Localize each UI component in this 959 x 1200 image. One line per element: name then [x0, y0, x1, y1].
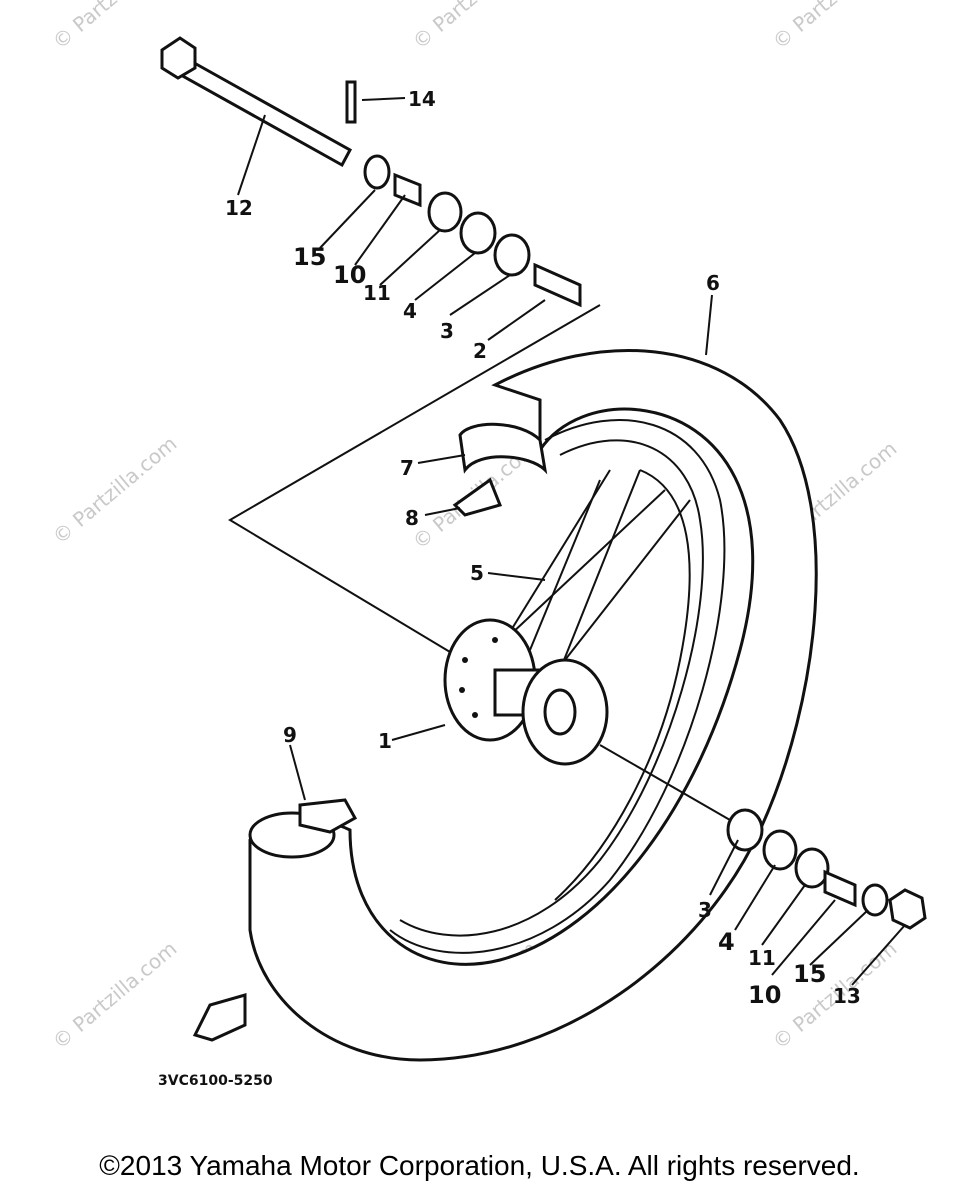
- tire-rim: [248, 348, 818, 1062]
- callout-15: 15: [293, 243, 326, 271]
- leader-line: [809, 909, 869, 966]
- watermark: © Partzilla.com: [48, 936, 182, 1054]
- callout-1: 1: [378, 729, 392, 753]
- leader-line: [709, 839, 739, 896]
- callout-15-lower: 15: [793, 960, 826, 988]
- leader-line: [414, 252, 476, 301]
- callout-8: 8: [405, 506, 419, 530]
- reference-line: [228, 304, 601, 656]
- watermark: © Partzilla.com: [768, 0, 902, 54]
- axle-centerline: [599, 744, 731, 821]
- callout-9: 9: [283, 723, 297, 747]
- callout-6: 6: [706, 271, 720, 295]
- leader-line: [319, 189, 376, 249]
- leader-line: [449, 274, 511, 316]
- callout-13: 13: [833, 984, 861, 1008]
- speedometer-gear-unit: [298, 798, 358, 834]
- spacer: [823, 869, 857, 908]
- axle-head: [160, 36, 197, 80]
- hub: [443, 618, 609, 766]
- callout-11: 11: [363, 281, 391, 305]
- oil-seal: [794, 847, 830, 889]
- diagram-code: 3VC6100-5250: [158, 1073, 273, 1089]
- rim-inner-edge: [389, 419, 726, 954]
- bearing: [726, 808, 764, 852]
- watermark: © Partzilla.com: [48, 431, 182, 549]
- leader-line: [379, 229, 441, 286]
- callout-3: 3: [440, 319, 454, 343]
- callout-2: 2: [473, 339, 487, 363]
- spoke: [564, 499, 691, 661]
- leader-line: [761, 884, 806, 946]
- callout-4: 4: [403, 299, 417, 323]
- leader-line: [771, 899, 836, 976]
- hub-bore: [543, 688, 577, 736]
- callout-5: 5: [470, 561, 484, 585]
- spoke: [529, 479, 601, 651]
- leader-line: [734, 864, 776, 931]
- top-axle-stack: [160, 36, 582, 308]
- spacer: [393, 172, 422, 208]
- leader-lines: [237, 97, 906, 986]
- washer: [861, 883, 889, 917]
- callouts: 14 12 15 10 11 4 3 2 6 7 8 5 1 9 3 4 11 …: [225, 87, 861, 1009]
- callout-14: 14: [408, 87, 436, 111]
- rim-inner-edge: [554, 469, 691, 901]
- callout-10-lower: 10: [748, 981, 781, 1009]
- bearing: [459, 211, 497, 255]
- hub-hole: [492, 637, 498, 643]
- spoke: [509, 489, 666, 636]
- leader-line: [487, 572, 546, 581]
- hub-hole: [472, 712, 478, 718]
- axle-nut: [888, 888, 927, 930]
- rim-band: [458, 422, 548, 475]
- watermark: © Partzilla.com: [48, 0, 182, 54]
- leader-line: [851, 924, 906, 986]
- callout-4-lower: 4: [718, 928, 735, 956]
- callout-7: 7: [400, 456, 414, 480]
- leader-line: [391, 724, 446, 741]
- washer: [363, 154, 391, 190]
- tube-valve: [452, 477, 503, 517]
- pinch-bolt: [345, 80, 357, 124]
- leader-line: [289, 744, 306, 801]
- callout-11-lower: 11: [748, 946, 776, 970]
- callout-3-lower: 3: [698, 898, 712, 922]
- hub-hole: [462, 657, 468, 663]
- rim-inner-edge: [399, 439, 704, 937]
- leader-line: [237, 114, 266, 196]
- axle-shaft: [169, 52, 353, 168]
- bearing-spacer-collar: [533, 262, 582, 308]
- leader-line: [361, 97, 406, 101]
- callout-10: 10: [333, 261, 366, 289]
- hub-hole: [459, 687, 465, 693]
- bearing: [762, 829, 798, 871]
- oil-seal: [427, 191, 463, 233]
- spokes: [504, 469, 691, 671]
- rim-band-valve: [452, 422, 548, 517]
- spoke: [559, 469, 641, 671]
- leader-line: [705, 294, 713, 356]
- bottom-axle-stack: [726, 808, 927, 930]
- leader-line: [417, 454, 466, 464]
- callout-12: 12: [225, 196, 253, 220]
- front-arrow-icon: [192, 993, 247, 1042]
- leader-line: [354, 194, 406, 266]
- watermark: © Partzilla.com: [408, 0, 542, 54]
- bearing: [493, 233, 531, 277]
- copyright-footer: ©2013 Yamaha Motor Corporation, U.S.A. A…: [99, 1150, 860, 1181]
- leader-line: [424, 507, 461, 516]
- leader-line: [487, 299, 546, 341]
